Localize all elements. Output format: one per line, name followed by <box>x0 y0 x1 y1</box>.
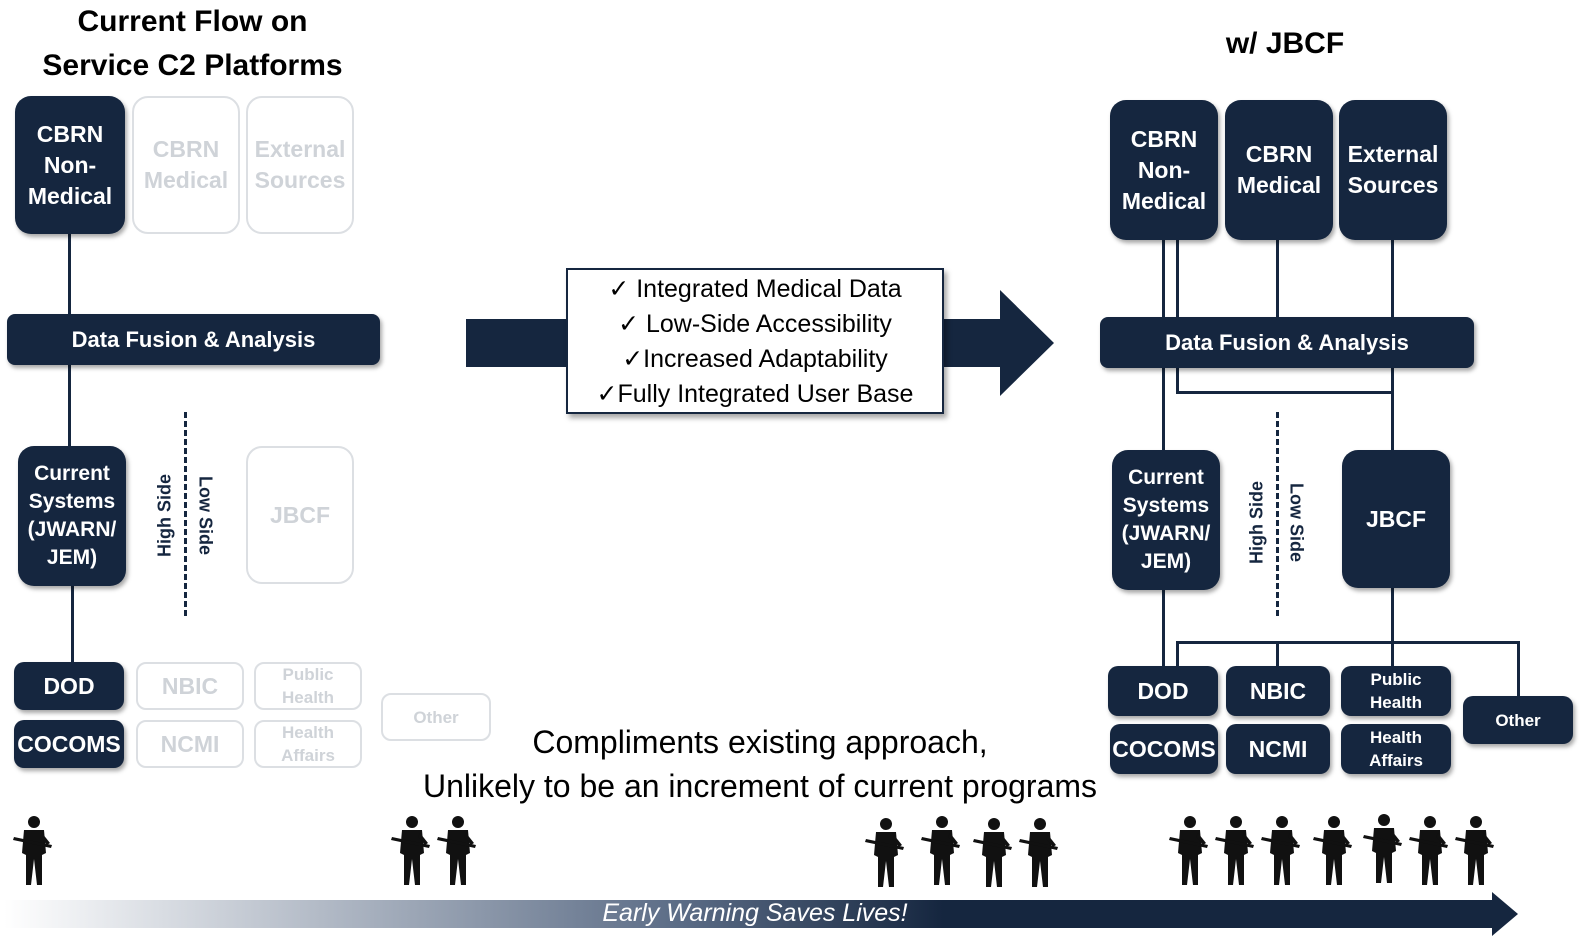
right-cbrn-medical-box: CBRN Medical <box>1225 100 1333 240</box>
connector-line <box>1162 238 1165 320</box>
right-nbic-box: NBIC <box>1226 666 1330 716</box>
left-title: Current Flow on Service C2 Platforms <box>42 5 343 82</box>
soldier-silhouette-icon <box>920 815 964 887</box>
soldier-silhouette-icon <box>12 815 56 887</box>
soldier-silhouette-icon <box>1454 815 1498 887</box>
high-side-label: High Side <box>1246 481 1267 565</box>
right-health-affairs-box: Health Affairs <box>1341 724 1451 774</box>
left-ncmi-box: NCMI <box>136 720 244 768</box>
left-cocoms-box: COCOMS <box>14 720 124 768</box>
connector-line <box>1176 238 1179 394</box>
connector-line <box>1276 641 1279 668</box>
left-jbcf-box: JBCF <box>246 446 354 584</box>
right-title: w/ JBCF <box>1225 27 1345 60</box>
soldier-silhouette-icon <box>436 815 480 887</box>
right-current-systems-box: Current Systems (JWARN/ JEM) <box>1112 450 1220 590</box>
low-side-label: Low Side <box>195 475 216 555</box>
connector-line <box>1162 588 1165 668</box>
connector-line <box>1162 366 1165 452</box>
connector-line <box>1176 391 1394 394</box>
left-cbrn-non-medical-box: CBRN Non- Medical <box>15 96 125 234</box>
right-ncmi-box: NCMI <box>1226 724 1330 774</box>
benefit-item: ✓Fully Integrated User Base <box>596 380 914 408</box>
right-cocoms-box: COCOMS <box>1110 724 1218 774</box>
soldier-silhouette-icon <box>1260 815 1304 887</box>
right-external-sources-box: External Sources <box>1339 100 1447 240</box>
left-dod-box: DOD <box>14 662 124 710</box>
left-nbic-box: NBIC <box>136 662 244 710</box>
right-jbcf-box: JBCF <box>1342 450 1450 588</box>
soldier-silhouette-icon <box>972 817 1016 889</box>
left-cbrn-medical-box: CBRN Medical <box>132 96 240 234</box>
high-low-divider <box>1276 412 1279 616</box>
soldier-silhouette-icon <box>1018 817 1062 889</box>
soldier-silhouette-icon <box>1408 815 1452 887</box>
benefits-callout: ✓ Integrated Medical Data ✓ Low-Side Acc… <box>566 268 944 414</box>
right-cbrn-non-medical-box: CBRN Non- Medical <box>1110 100 1218 240</box>
right-other-box: Other <box>1463 696 1573 744</box>
timeline-label: Early Warning Saves Lives! <box>602 899 908 927</box>
connector-line <box>71 583 74 665</box>
soldier-silhouette-icon <box>390 815 434 887</box>
soldier-silhouette-icon <box>864 817 908 889</box>
benefit-item: ✓Increased Adaptability <box>622 345 888 373</box>
connector-line <box>1517 641 1520 699</box>
connector-line <box>68 362 71 450</box>
soldier-silhouette-icon <box>1362 813 1406 885</box>
connector-line <box>1176 641 1179 668</box>
approach-note: Compliments existing approach, Unlikely … <box>380 720 1140 808</box>
high-side-label: High Side <box>154 474 175 558</box>
right-dod-box: DOD <box>1108 666 1218 716</box>
right-data-fusion-bar: Data Fusion & Analysis <box>1100 317 1474 368</box>
left-public-health-box: Public Health <box>254 662 362 710</box>
soldier-silhouette-icon <box>1214 815 1258 887</box>
low-side-label: Low Side <box>1286 482 1307 562</box>
connector-line <box>1176 641 1520 644</box>
connector-line <box>68 232 71 318</box>
left-current-systems-box: Current Systems (JWARN/ JEM) <box>18 446 126 586</box>
approach-note-line1: Compliments existing approach, <box>532 724 988 760</box>
approach-note-line2: Unlikely to be an increment of current p… <box>422 768 1098 804</box>
soldier-silhouette-icon <box>1312 815 1356 887</box>
right-public-health-box: Public Health <box>1341 666 1451 716</box>
left-other-box: Other <box>381 693 491 741</box>
high-low-divider <box>184 412 187 616</box>
benefit-item: ✓ Low-Side Accessibility <box>618 310 892 338</box>
benefit-item: ✓ Integrated Medical Data <box>608 275 902 303</box>
connector-line <box>1391 586 1394 668</box>
left-health-affairs-box: Health Affairs <box>254 720 362 768</box>
timeline-arrow-icon <box>4 892 1518 936</box>
connector-line <box>1276 238 1279 320</box>
left-data-fusion-bar: Data Fusion & Analysis <box>7 314 380 365</box>
left-external-sources-box: External Sources <box>246 96 354 234</box>
soldier-silhouette-icon <box>1168 815 1212 887</box>
